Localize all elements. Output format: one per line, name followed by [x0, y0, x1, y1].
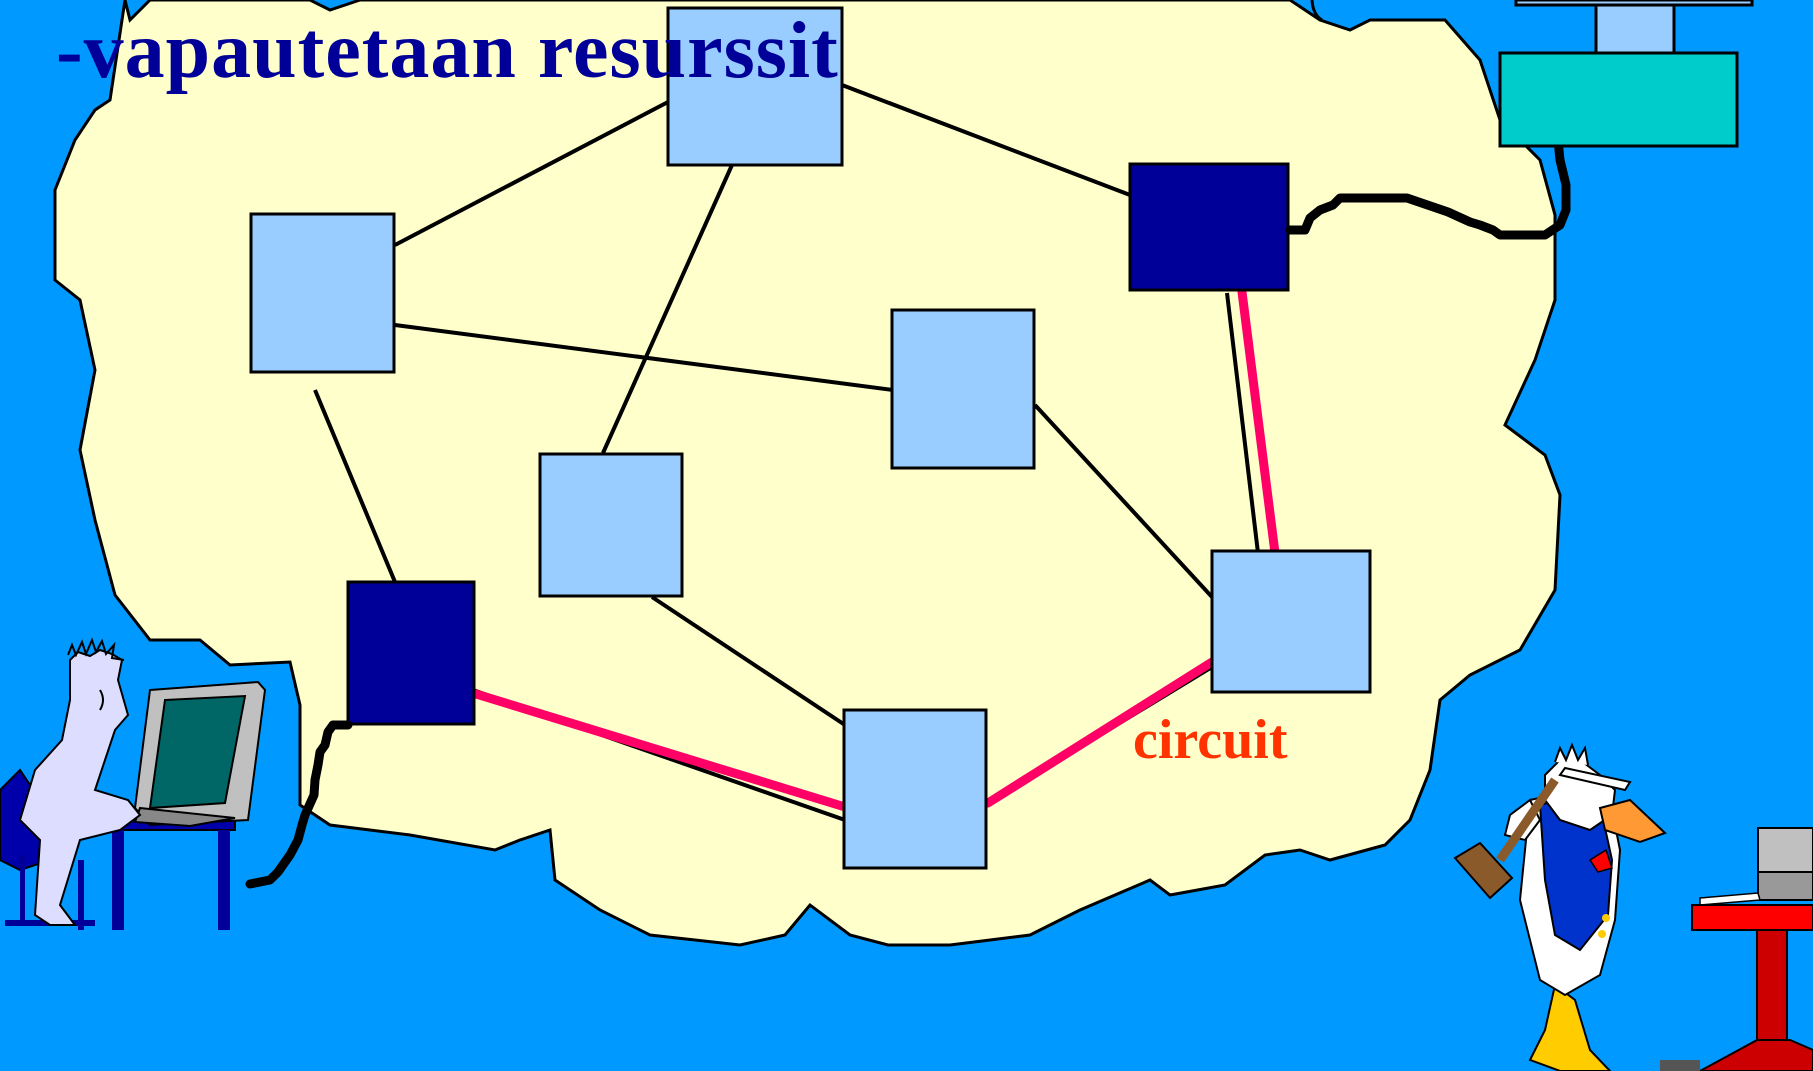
- server-icon: [1498, 0, 1754, 148]
- switch-node-top: [666, 6, 844, 167]
- link: [601, 164, 734, 454]
- link: [1225, 292, 1260, 554]
- user-at-computer-icon: [0, 637, 267, 930]
- switch-node-right: [1210, 549, 1372, 694]
- slide-title: -vapautetaan resurssit: [56, 7, 839, 95]
- circuit-label: circuit: [1133, 709, 1288, 771]
- access-cables: [245, 110, 1571, 889]
- link: [1033, 403, 1214, 599]
- duck-with-hammer-icon: [1453, 742, 1667, 1071]
- link: [394, 323, 894, 392]
- switch-node-bottom: [842, 708, 988, 870]
- user-cable: [245, 720, 353, 889]
- switch-node-left: [249, 212, 396, 374]
- link: [650, 595, 847, 727]
- circuit-segment: [1237, 287, 1280, 558]
- network-nodes: [249, 6, 1372, 870]
- circuit-segment: [983, 657, 1217, 808]
- circuit-path: [471, 287, 1280, 812]
- printer-on-table-icon: [1660, 827, 1813, 1071]
- server-cable: [1285, 110, 1571, 240]
- link: [394, 100, 669, 247]
- endpoint-node-server: [1128, 162, 1290, 292]
- circuit-segment: [471, 689, 850, 812]
- switch-node-center: [538, 452, 684, 598]
- link: [313, 389, 397, 583]
- cloud-stroke-mark: [1310, 0, 1323, 22]
- endpoint-node-user: [346, 580, 476, 726]
- link: [841, 83, 1131, 197]
- switch-node-center-right: [890, 308, 1036, 470]
